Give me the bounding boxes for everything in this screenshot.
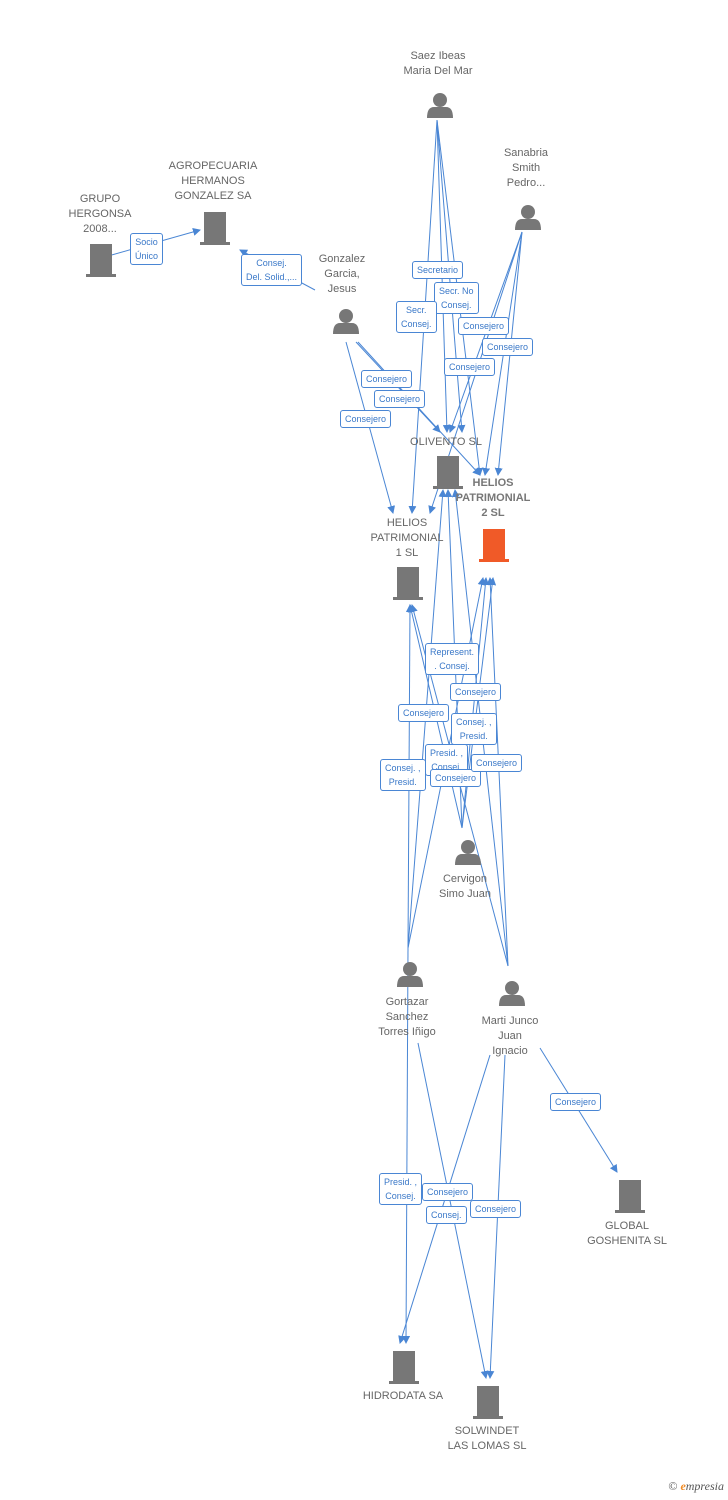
edge-label[interactable]: Consejero [550, 1093, 602, 1111]
brand-initial: e [680, 1479, 686, 1493]
node-label-helios2[interactable]: HELIOS PATRIMONIAL 2 SL [455, 477, 531, 519]
person-icon[interactable] [455, 840, 481, 865]
node-label-marti[interactable]: Marti Junco Juan Ignacio [481, 1015, 539, 1057]
edge-label[interactable]: Consejero [361, 370, 413, 388]
person-icon[interactable] [499, 981, 525, 1006]
person-icon[interactable] [427, 93, 453, 118]
building-icon[interactable] [200, 212, 230, 245]
node-label-sanabria[interactable]: Sanabria Smith Pedro... [503, 147, 549, 189]
watermark: © empresia [668, 1479, 724, 1494]
edge-label[interactable]: Consejero [374, 390, 426, 408]
copyright-symbol: © [668, 1479, 678, 1493]
building-icon[interactable] [389, 1351, 419, 1384]
edge-label[interactable]: Consejero [398, 704, 450, 722]
edge-label[interactable]: Presid. , Consej. [379, 1173, 423, 1205]
node-label-helios1[interactable]: HELIOS PATRIMONIAL 1 SL [370, 517, 444, 559]
node-label-hidrodata[interactable]: HIDRODATA SA [362, 1390, 444, 1402]
person-icon[interactable] [397, 962, 423, 987]
node-label-agro[interactable]: AGROPECUARIA HERMANOS GONZALEZ SA [168, 160, 258, 202]
edge-label[interactable]: Consejero [482, 338, 534, 356]
node-label-gortazar[interactable]: Gortazar Sanchez Torres Iñigo [378, 996, 436, 1038]
person-icon[interactable] [515, 205, 541, 230]
edge-label[interactable]: Consej. , Presid. [451, 713, 497, 745]
node-label-cervigon[interactable]: Cervigon Simo Juan [439, 873, 491, 900]
edge-label[interactable]: Consej. [426, 1206, 467, 1224]
edge-label[interactable]: Consej. , Presid. [380, 759, 426, 791]
node-label-olivento[interactable]: OLIVENTO SL [410, 436, 482, 448]
edge-label[interactable]: Consejero [470, 1200, 522, 1218]
building-icon[interactable] [615, 1180, 645, 1213]
edge-label[interactable]: Secretario [412, 261, 464, 279]
edge-label[interactable]: Socio Único [130, 233, 164, 265]
edge-label[interactable]: Consejero [450, 683, 502, 701]
building-icon[interactable] [86, 244, 116, 277]
edge-label[interactable]: Consejero [422, 1183, 474, 1201]
node-label-grupo[interactable]: GRUPO HERGONSA 2008... [68, 193, 132, 235]
edges [100, 119, 618, 1379]
node-label-saez[interactable]: Saez Ibeas Maria Del Mar [403, 50, 473, 77]
node-label-solwindet[interactable]: SOLWINDET LAS LOMAS SL [447, 1425, 527, 1452]
building-icon[interactable] [479, 529, 509, 562]
edge-label[interactable]: Secr. Consej. [396, 301, 437, 333]
person-icon[interactable] [333, 309, 359, 334]
building-icon[interactable] [473, 1386, 503, 1419]
brand-name: mpresia [685, 1479, 724, 1493]
edge-label[interactable]: Consej. Del. Solid.,... [241, 254, 303, 286]
edge-label[interactable]: Consejero [340, 410, 392, 428]
building-icon[interactable] [393, 567, 423, 600]
edge-label[interactable]: Consejero [430, 769, 482, 787]
edge-label[interactable]: Consejero [444, 358, 496, 376]
node-label-global[interactable]: GLOBAL GOSHENITA SL [587, 1220, 667, 1247]
edge-label[interactable]: Consejero [458, 317, 510, 335]
edge-label[interactable]: Consejero [471, 754, 523, 772]
edge-label[interactable]: Secr. No Consej. [434, 282, 479, 314]
node-label-gonzalez[interactable]: Gonzalez Garcia, Jesus [318, 253, 366, 295]
edge-label[interactable]: Represent. . Consej. [425, 643, 480, 675]
